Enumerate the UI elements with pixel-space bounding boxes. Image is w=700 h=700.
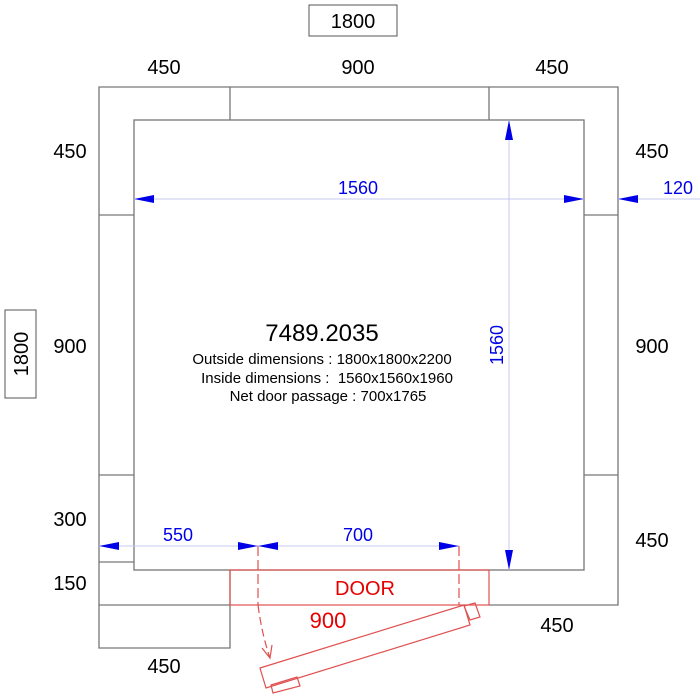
top-panel-label: 450 [147,57,180,79]
left-panel-label: 300 [53,509,86,531]
walls [98,86,619,649]
bottom-panel-label: 450 [540,615,573,637]
door-offset: 550 [163,525,193,545]
inside-dimensions: Inside dimensions : 1560x1560x1960 [201,370,453,387]
door-dimensions: 550 700 [99,525,459,550]
right-panel-label: 450 [635,530,668,552]
inside-width-dimension: 1560 [134,178,584,203]
net-door-passage: Net door passage : 700x1765 [230,388,427,405]
top-panel-label: 450 [535,57,568,79]
door-label: DOOR [335,578,395,600]
right-panel-label: 450 [635,141,668,163]
outside-dimensions: Outside dimensions : 1800x1800x2200 [192,351,451,368]
inside-depth: 1560 [487,325,507,365]
wall-thickness-dimension: 120 [618,178,700,203]
model-number: 7489.2035 [265,320,378,347]
left-panel-label: 900 [53,336,86,358]
inside-width: 1560 [338,178,378,198]
overall-width-box [308,4,398,37]
left-panel-label: 450 [53,141,86,163]
right-panel-label: 900 [635,336,668,358]
overall-width: 1800 [331,11,376,33]
top-panel-label: 900 [341,57,374,79]
door-panel-width: 900 [310,608,347,633]
left-panel-label: 150 [53,573,86,595]
bottom-panel-label: 450 [147,656,180,678]
inside-depth-dimension: 1560 [487,120,513,570]
wall-thickness: 120 [663,178,693,198]
door-passage: 700 [343,525,373,545]
overall-depth: 1800 [11,332,33,377]
door: DOOR 900 [229,546,490,694]
overall-depth-box [4,309,37,399]
